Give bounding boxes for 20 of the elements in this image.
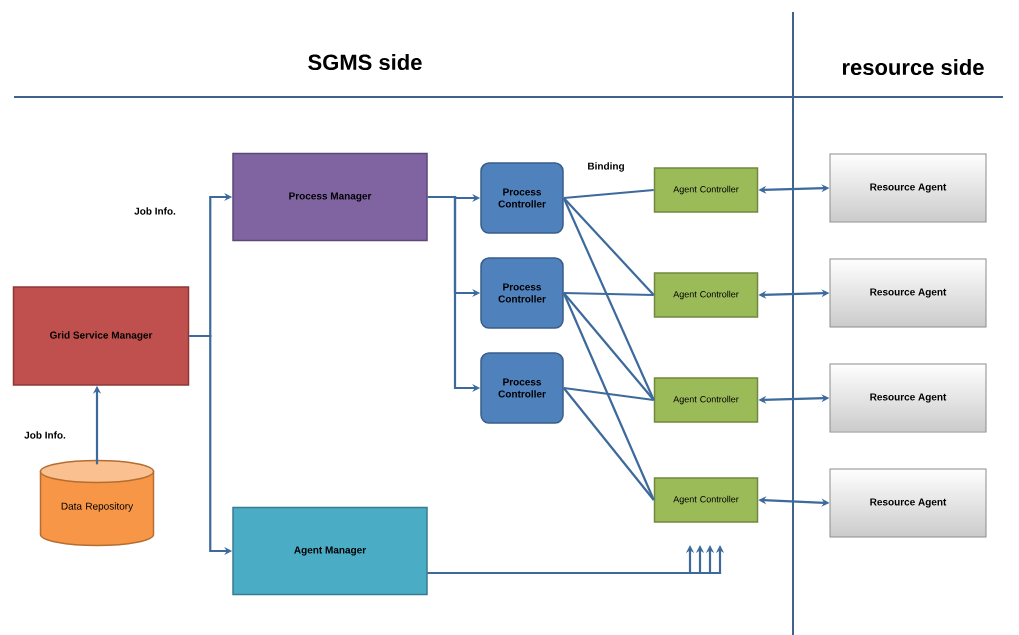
process-box: Process Manager xyxy=(232,152,428,242)
rounded-box: Process Controller xyxy=(480,257,564,329)
process-box: Resource Agent xyxy=(829,468,987,538)
edge-label: Job Info. xyxy=(134,207,176,215)
process-box: Resource Agent xyxy=(829,363,987,433)
process-box: Resource Agent xyxy=(829,258,987,328)
rounded-box: Process Controller xyxy=(480,162,564,234)
header-label: SGMS side xyxy=(308,53,422,71)
process-box: Resource Agent xyxy=(829,153,987,223)
process-box: Agent Manager xyxy=(232,506,428,596)
process-box: Agent Controller xyxy=(653,377,759,423)
process-box: Agent Controller xyxy=(653,272,759,318)
process-box: Grid Service Manager xyxy=(12,286,190,386)
header-label: resource side xyxy=(842,58,984,76)
edge-label: Job Info. xyxy=(24,431,66,439)
rounded-box: Process Controller xyxy=(480,352,564,424)
process-box: Agent Controller xyxy=(653,167,759,213)
process-box: Agent Controller xyxy=(653,477,759,523)
edge-label: Binding xyxy=(588,162,624,172)
database-cylinder: Data Repository xyxy=(39,459,155,547)
